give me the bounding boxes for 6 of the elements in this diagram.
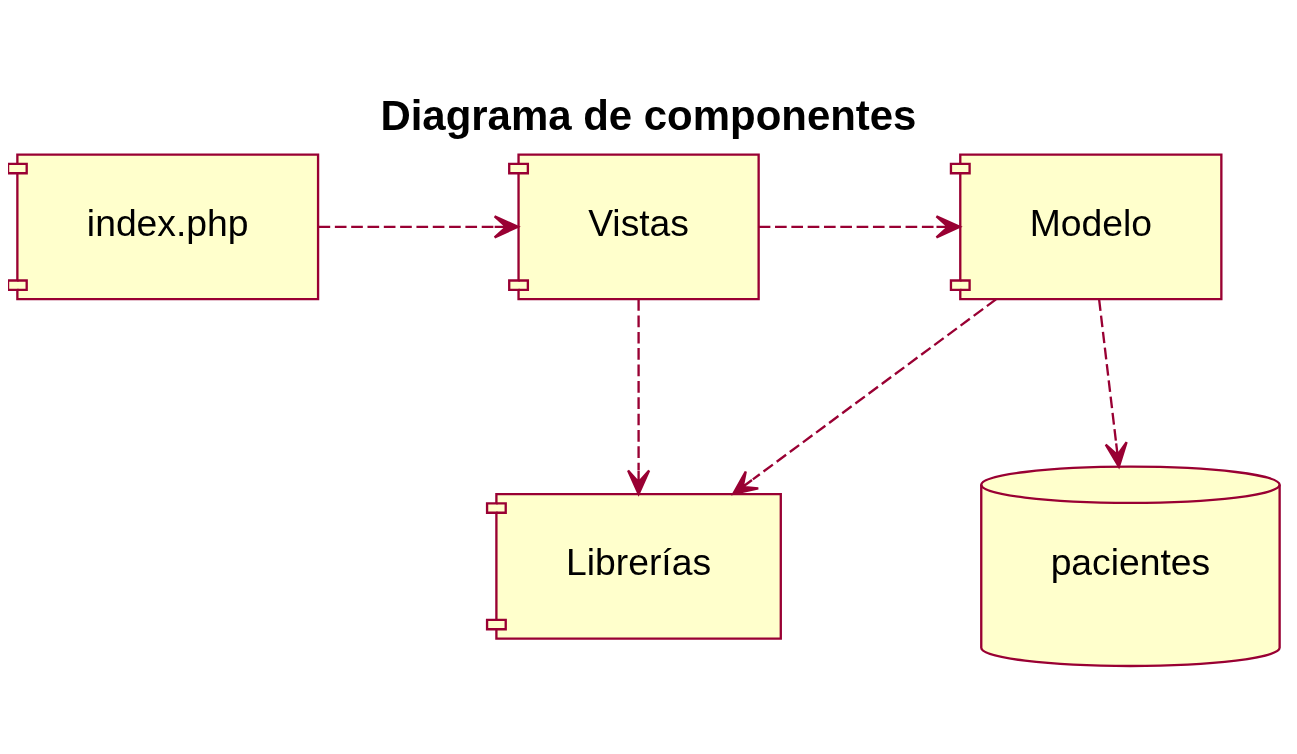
arrow [732,297,997,495]
arrow [626,298,651,495]
arrow [758,214,961,238]
arrow [318,214,520,238]
arrow [1097,298,1128,468]
diagram-title: Diagrama de componentes [380,91,917,139]
